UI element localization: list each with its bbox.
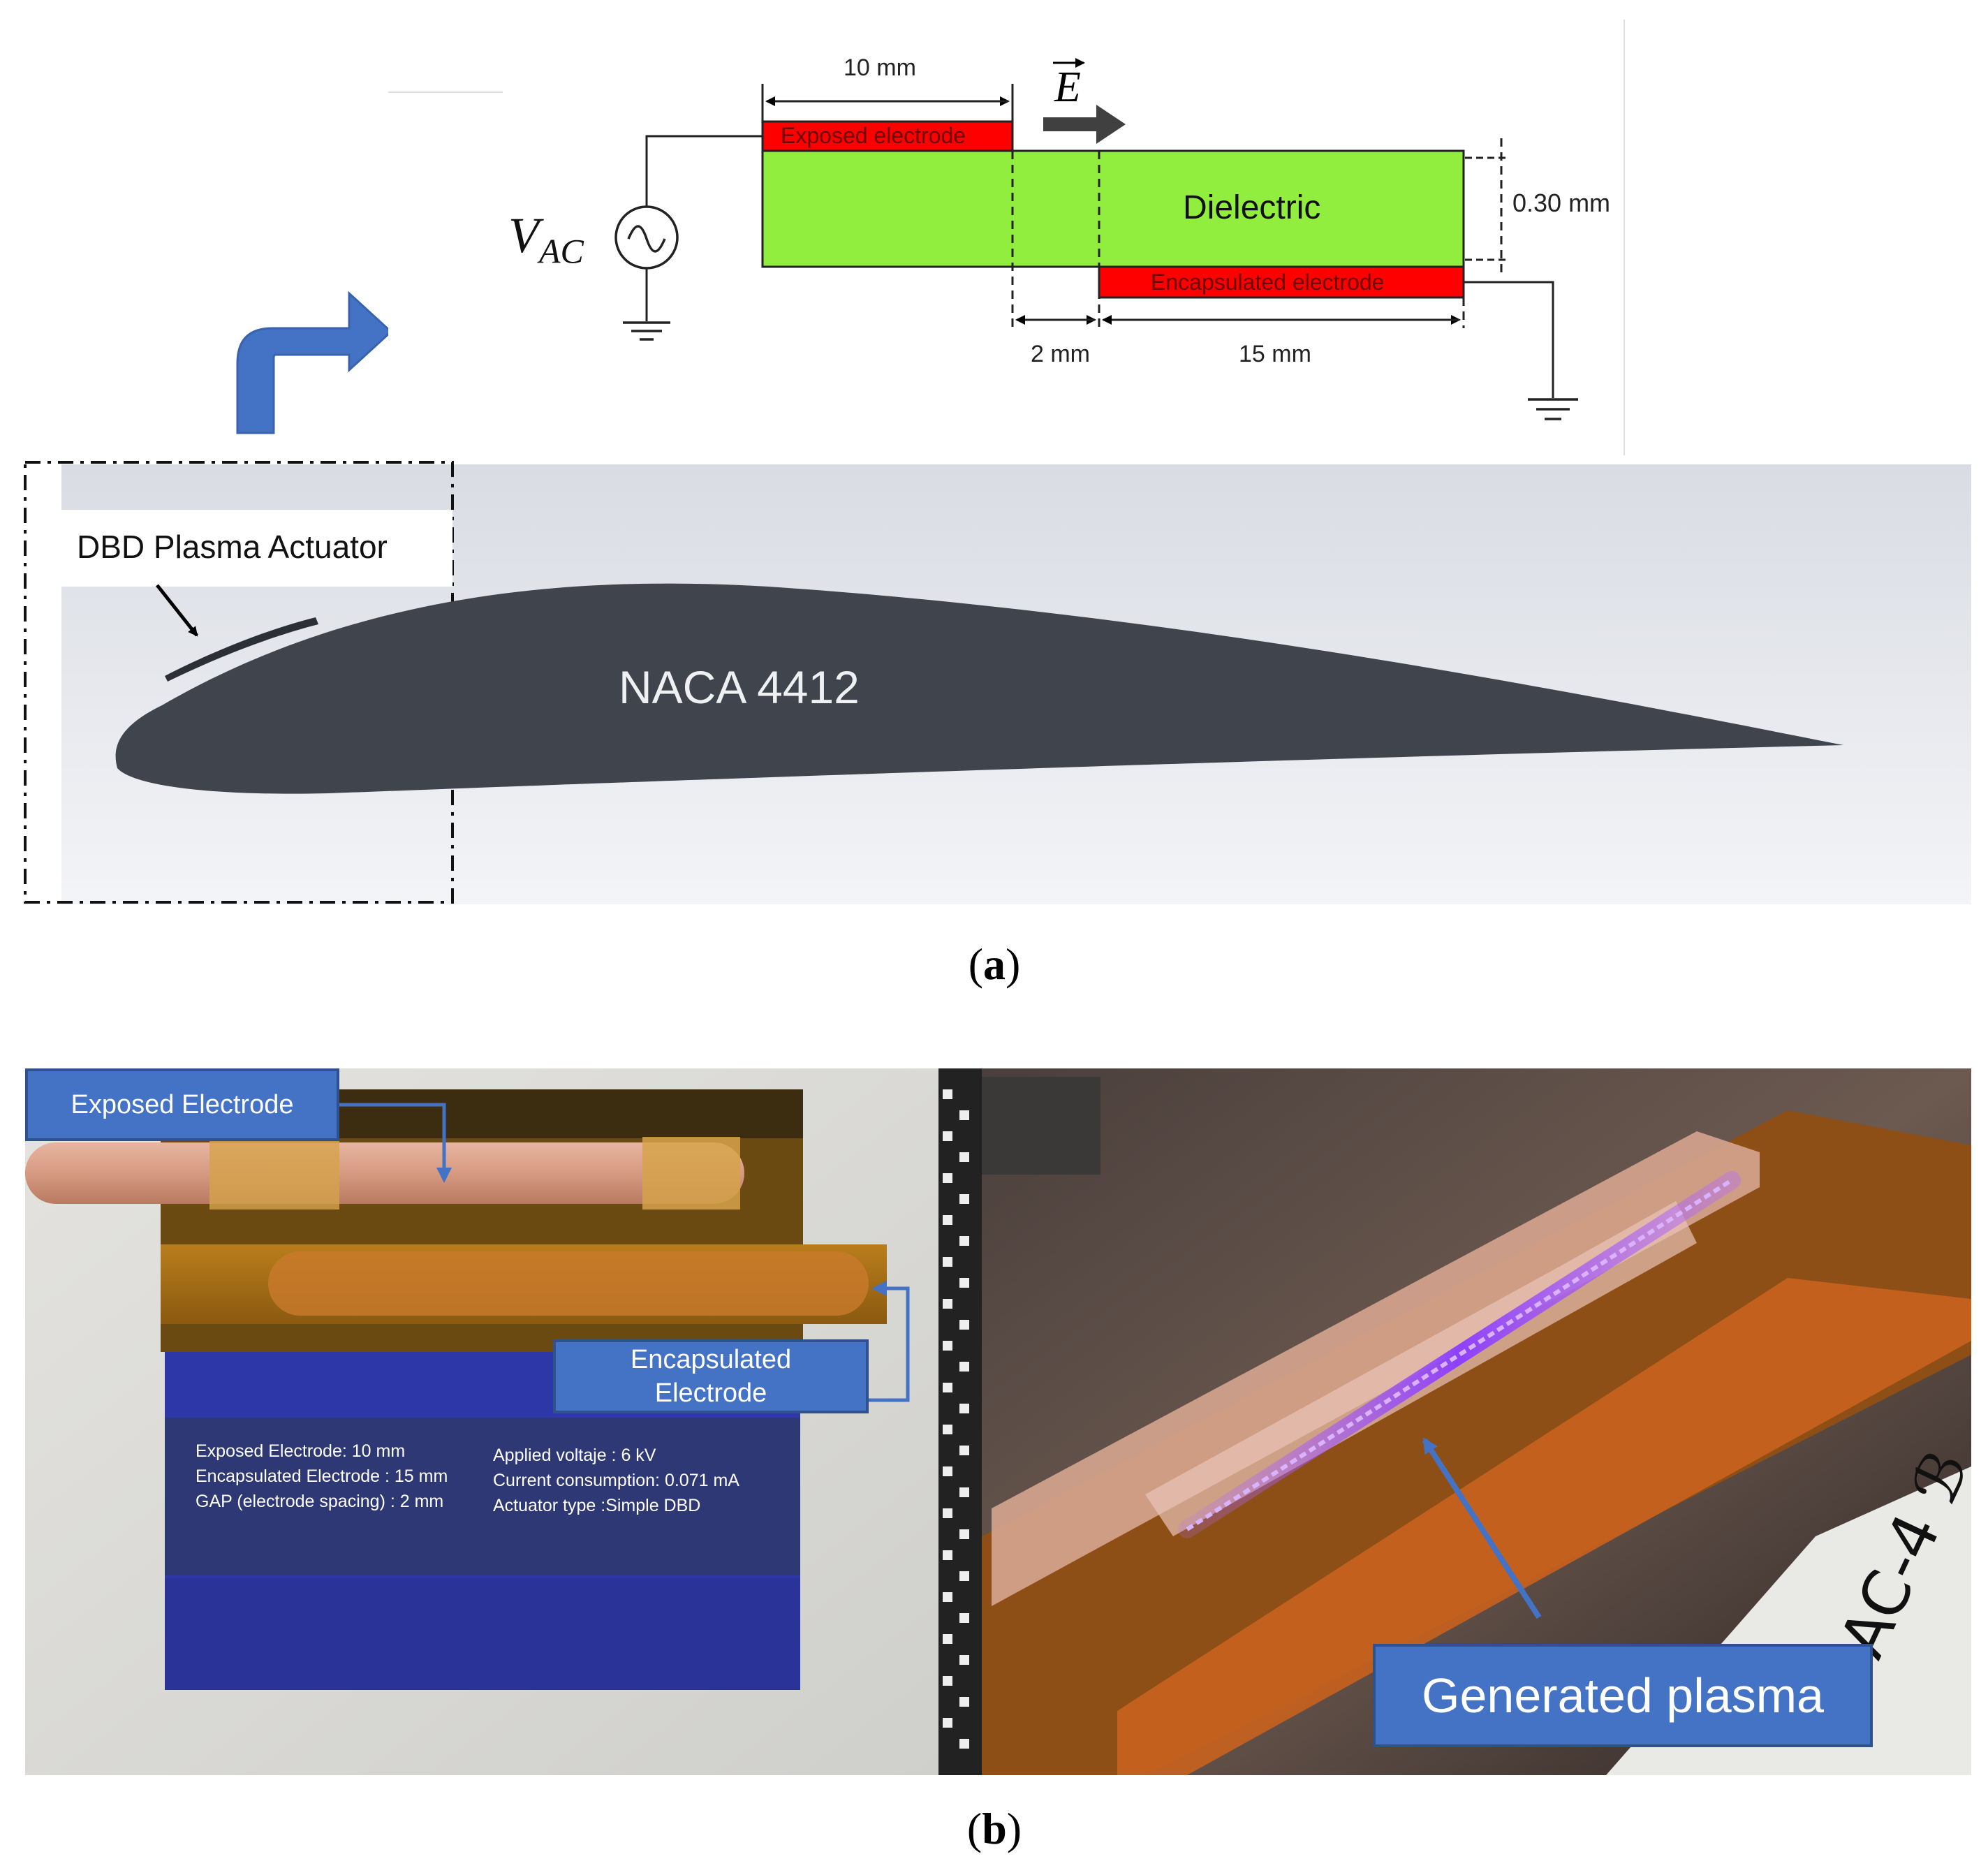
spec-gap: GAP (electrode spacing) : 2 mm bbox=[196, 1492, 444, 1511]
naca-4412-airfoil bbox=[115, 583, 1843, 794]
sine-wave-icon bbox=[627, 225, 666, 253]
exposed-electrode-callout: Exposed Electrode bbox=[25, 1068, 339, 1141]
dim-encapsulated-length-label: 15 mm bbox=[1239, 341, 1311, 367]
encapsulated-electrode-callout: Encapsulated Electrode bbox=[553, 1339, 869, 1413]
electric-field-label: E bbox=[1054, 64, 1081, 111]
panel-b-caption: (b) bbox=[966, 1804, 1022, 1853]
photo-divider-pattern bbox=[943, 1089, 969, 1749]
zoom-curved-arrow bbox=[236, 291, 393, 434]
dim-exposed-length-label: 10 mm bbox=[844, 54, 916, 81]
callout-backing bbox=[34, 510, 452, 587]
panel-a-caption: (a) bbox=[968, 939, 1021, 989]
actuator-strip bbox=[165, 617, 318, 682]
panel-b: AC-4 ℬ bbox=[25, 1068, 1985, 1775]
spec-current-consumption: Current consumption: 0.071 mA bbox=[493, 1471, 739, 1490]
photo-right-encapsulated-strip bbox=[1117, 1278, 1971, 1775]
actuator-callout-label: DBD Plasma Actuator bbox=[77, 529, 388, 565]
photo-left-tape-right bbox=[642, 1137, 740, 1209]
ground-wire-right bbox=[1464, 281, 1554, 398]
photo-left-tape-left bbox=[209, 1137, 339, 1209]
photo-right-black-patch bbox=[982, 1077, 1100, 1175]
photo-left-exposed-strip bbox=[25, 1142, 744, 1204]
voltage-subscript: AC bbox=[538, 231, 584, 271]
panel-a bbox=[24, 20, 1971, 904]
generated-plasma-core bbox=[1186, 1178, 1733, 1531]
spec-actuator-type: Actuator type :Simple DBD bbox=[493, 1496, 701, 1515]
encapsulated-callout-connector bbox=[869, 1281, 910, 1402]
plasma-callout-arrow bbox=[1422, 1437, 1542, 1619]
encapsulated-electrode-label: Encapsulated electrode bbox=[1151, 270, 1385, 295]
voltage-symbol: V bbox=[508, 207, 539, 263]
actuator-pointer-arrow bbox=[156, 584, 198, 637]
specs-left-column: Exposed Electrode: 10 mm Encapsulated El… bbox=[196, 1439, 448, 1514]
encapsulated-callout-line1: Encapsulated bbox=[630, 1345, 792, 1374]
e-field-arrow bbox=[1043, 105, 1126, 144]
ground-symbol-left bbox=[623, 321, 670, 341]
thickness-label: 0.30 mm bbox=[1512, 189, 1611, 217]
exposed-callout-connector bbox=[339, 1103, 452, 1183]
photo-left-encapsulated-copper bbox=[268, 1251, 869, 1316]
photo-left-blue-base-lines bbox=[165, 1578, 800, 1690]
spec-encapsulated-electrode: Encapsulated Electrode : 15 mm bbox=[196, 1466, 448, 1486]
source-wire-top bbox=[645, 135, 763, 212]
ground-symbol-right bbox=[1528, 398, 1578, 420]
specs-right-column: Applied voltaje : 6 kV Current consumpti… bbox=[493, 1443, 739, 1518]
dielectric-label: Dielectric bbox=[1183, 189, 1321, 226]
dielectric-block bbox=[761, 149, 1465, 268]
exposed-electrode-label: Exposed electrode bbox=[781, 123, 966, 148]
voltage-label: VAC bbox=[508, 207, 584, 271]
spec-exposed-electrode: Exposed Electrode: 10 mm bbox=[196, 1441, 406, 1461]
encapsulated-callout-line2: Electrode bbox=[654, 1378, 767, 1408]
photo-right-kapton-board bbox=[982, 1110, 1971, 1775]
specs-box: Exposed Electrode: 10 mm Encapsulated El… bbox=[165, 1418, 800, 1575]
spec-applied-voltage: Applied voltaje : 6 kV bbox=[493, 1446, 656, 1465]
gap-label: 2 mm bbox=[1031, 341, 1090, 367]
generated-plasma-callout: Generated plasma bbox=[1373, 1644, 1873, 1747]
airfoil-label: NACA 4412 bbox=[619, 661, 860, 713]
